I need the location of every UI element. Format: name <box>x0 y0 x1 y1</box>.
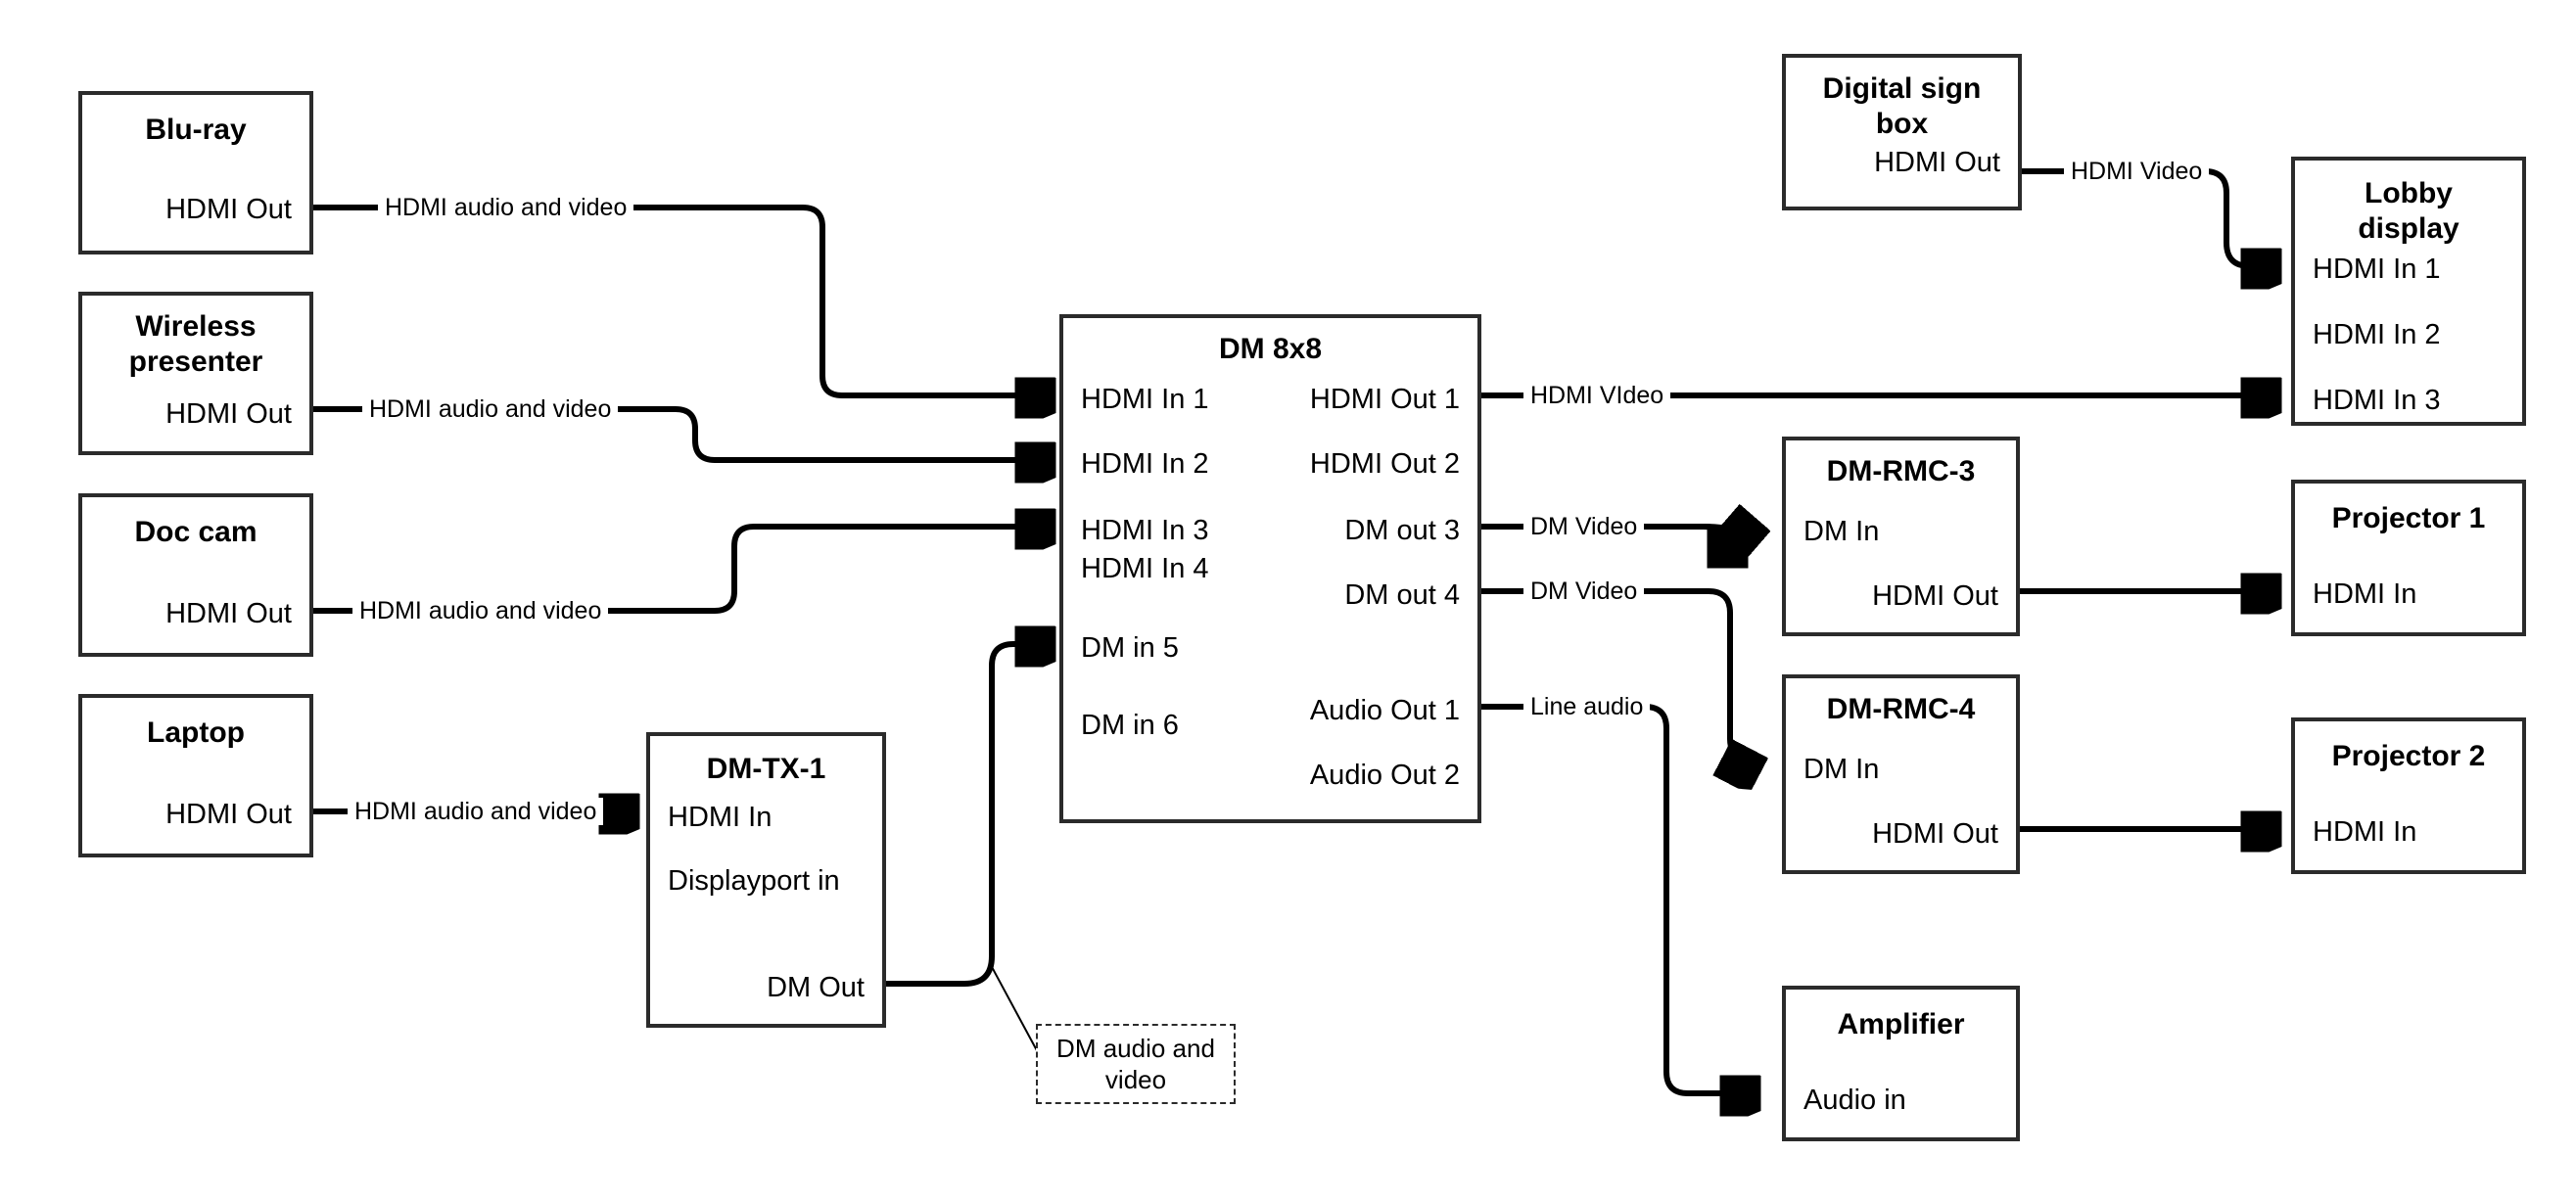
node-dm-8x8-output-dm-out-4: DM out 4 <box>1344 579 1460 611</box>
node-dm-tx-1-port-displayport-in: Displayport in <box>668 865 840 897</box>
wire-bluray-to-dm8x8 <box>313 205 1048 395</box>
node-wireless-presenter[interactable]: Wireless presenter HDMI Out <box>78 292 313 455</box>
node-dm-rmc-4[interactable]: DM-RMC-4 DM In HDMI Out <box>1782 674 2020 874</box>
wire-dmtx1-to-dm8x8 <box>886 644 1048 987</box>
node-lobby-display[interactable]: Lobby display HDMI In 1 HDMI In 2 HDMI I… <box>2291 157 2526 426</box>
node-laptop-title: Laptop <box>147 716 245 749</box>
callout-dm-audio-and-video: DM audio and video <box>1036 1024 1236 1104</box>
node-wireless-presenter-port-hdmi-out: HDMI Out <box>165 398 292 430</box>
node-dm-tx-1[interactable]: DM-TX-1 HDMI In Displayport in DM Out <box>646 732 886 1028</box>
node-dm-8x8-output-dm-out-3: DM out 3 <box>1344 515 1460 546</box>
wire-dm8x8-audioout1-to-amplifier <box>1481 704 1753 1093</box>
wire-dm8x8-dmout3-to-rmc3-tail <box>1703 527 1753 539</box>
node-projector-2-title: Projector 2 <box>2331 740 2486 772</box>
node-projector-1-port-hdmi-in: HDMI In <box>2313 578 2417 610</box>
node-amplifier-port-audio-in: Audio in <box>1803 1085 1906 1116</box>
link-label-dm8x8-dmout4-to-rmc4: DM Video <box>1523 577 1645 605</box>
link-label-dm8x8-hdmiout1-to-lobby: HDMI VIdeo <box>1523 382 1671 409</box>
node-dm-8x8-title: DM 8x8 <box>1218 333 1323 365</box>
node-dm-8x8-input-hdmi-in-4: HDMI In 4 <box>1081 553 1209 584</box>
wire-wireless-to-dm8x8 <box>313 406 1048 460</box>
node-dm-8x8-input-dm-in-5: DM in 5 <box>1081 632 1179 664</box>
node-lobby-display-input-hdmi-in-2: HDMI In 2 <box>2313 319 2441 350</box>
node-projector-2-port-hdmi-in: HDMI In <box>2313 816 2417 848</box>
node-dm-8x8-output-hdmi-out-2: HDMI Out 2 <box>1309 448 1460 480</box>
node-lobby-display-input-hdmi-in-1: HDMI In 1 <box>2313 254 2441 285</box>
node-wireless-presenter-title: Wireless presenter <box>128 310 263 378</box>
node-doc-cam-title: Doc cam <box>134 516 258 548</box>
link-label-laptop-to-dmtx1: HDMI audio and video <box>348 798 604 825</box>
link-label-doccam-to-dm8x8: HDMI audio and video <box>352 597 609 624</box>
node-dm-rmc-4-port-hdmi-out: HDMI Out <box>1872 818 1998 850</box>
link-label-wireless-to-dm8x8: HDMI audio and video <box>362 395 619 423</box>
node-projector-2[interactable]: Projector 2 HDMI In <box>2291 717 2526 874</box>
link-label-dm8x8-dmout3-to-rmc3: DM Video <box>1523 513 1645 540</box>
node-dm-8x8-input-hdmi-in-2: HDMI In 2 <box>1081 448 1209 480</box>
node-laptop[interactable]: Laptop HDMI Out <box>78 694 313 857</box>
node-digital-sign-box-port-hdmi-out: HDMI Out <box>1874 147 2000 178</box>
node-dm-rmc-3-title: DM-RMC-3 <box>1826 455 1976 487</box>
node-projector-1-title: Projector 1 <box>2331 502 2486 534</box>
node-digital-sign-box[interactable]: Digital sign box HDMI Out <box>1782 54 2022 210</box>
node-bluray-title: Blu-ray <box>145 114 247 146</box>
node-dm-rmc-3-port-dm-in: DM In <box>1803 516 1880 547</box>
wire-doccam-to-dm8x8 <box>313 527 1048 614</box>
node-dm-8x8-output-audio-out-2: Audio Out 2 <box>1309 760 1460 791</box>
node-dm-tx-1-port-hdmi-in: HDMI In <box>668 802 773 833</box>
wire-dm8x8-dmout4-to-rmc4 <box>1481 588 1753 770</box>
node-bluray-port-hdmi-out: HDMI Out <box>165 194 292 225</box>
node-projector-1[interactable]: Projector 1 HDMI In <box>2291 480 2526 636</box>
node-dm-8x8-input-hdmi-in-3: HDMI In 3 <box>1081 515 1209 546</box>
node-dm-8x8-input-dm-in-6: DM in 6 <box>1081 710 1179 741</box>
node-dm-rmc-3-port-hdmi-out: HDMI Out <box>1872 580 1998 612</box>
node-dm-8x8[interactable]: DM 8x8 HDMI In 1 HDMI In 2 HDMI In 3 HDM… <box>1059 314 1481 823</box>
node-digital-sign-box-title: Digital sign box <box>1822 72 1982 140</box>
node-laptop-port-hdmi-out: HDMI Out <box>165 799 292 830</box>
node-dm-rmc-3[interactable]: DM-RMC-3 DM In HDMI Out <box>1782 437 2020 636</box>
node-bluray[interactable]: Blu-ray HDMI Out <box>78 91 313 254</box>
node-dm-tx-1-title: DM-TX-1 <box>706 753 826 785</box>
wire-sign-to-lobby <box>2022 168 2273 266</box>
link-label-dm8x8-audioout1-to-amplifier: Line audio <box>1523 693 1651 720</box>
node-lobby-display-title: Lobby display <box>2358 177 2459 245</box>
node-dm-8x8-output-audio-out-1: Audio Out 1 <box>1309 695 1460 726</box>
link-label-sign-to-lobby: HDMI Video <box>2064 158 2210 185</box>
node-dm-8x8-output-hdmi-out-1: HDMI Out 1 <box>1309 384 1460 415</box>
node-amplifier-title: Amplifier <box>1837 1008 1965 1040</box>
node-dm-8x8-input-hdmi-in-1: HDMI In 1 <box>1081 384 1209 415</box>
node-lobby-display-input-hdmi-in-3: HDMI In 3 <box>2313 385 2441 416</box>
node-dm-rmc-4-title: DM-RMC-4 <box>1826 693 1976 725</box>
node-amplifier[interactable]: Amplifier Audio in <box>1782 986 2020 1141</box>
node-doc-cam-port-hdmi-out: HDMI Out <box>165 598 292 629</box>
node-dm-rmc-4-port-dm-in: DM In <box>1803 754 1880 785</box>
link-label-bluray-to-dm8x8: HDMI audio and video <box>378 194 634 221</box>
node-doc-cam[interactable]: Doc cam HDMI Out <box>78 493 313 657</box>
node-dm-tx-1-port-dm-out: DM Out <box>767 972 865 1003</box>
